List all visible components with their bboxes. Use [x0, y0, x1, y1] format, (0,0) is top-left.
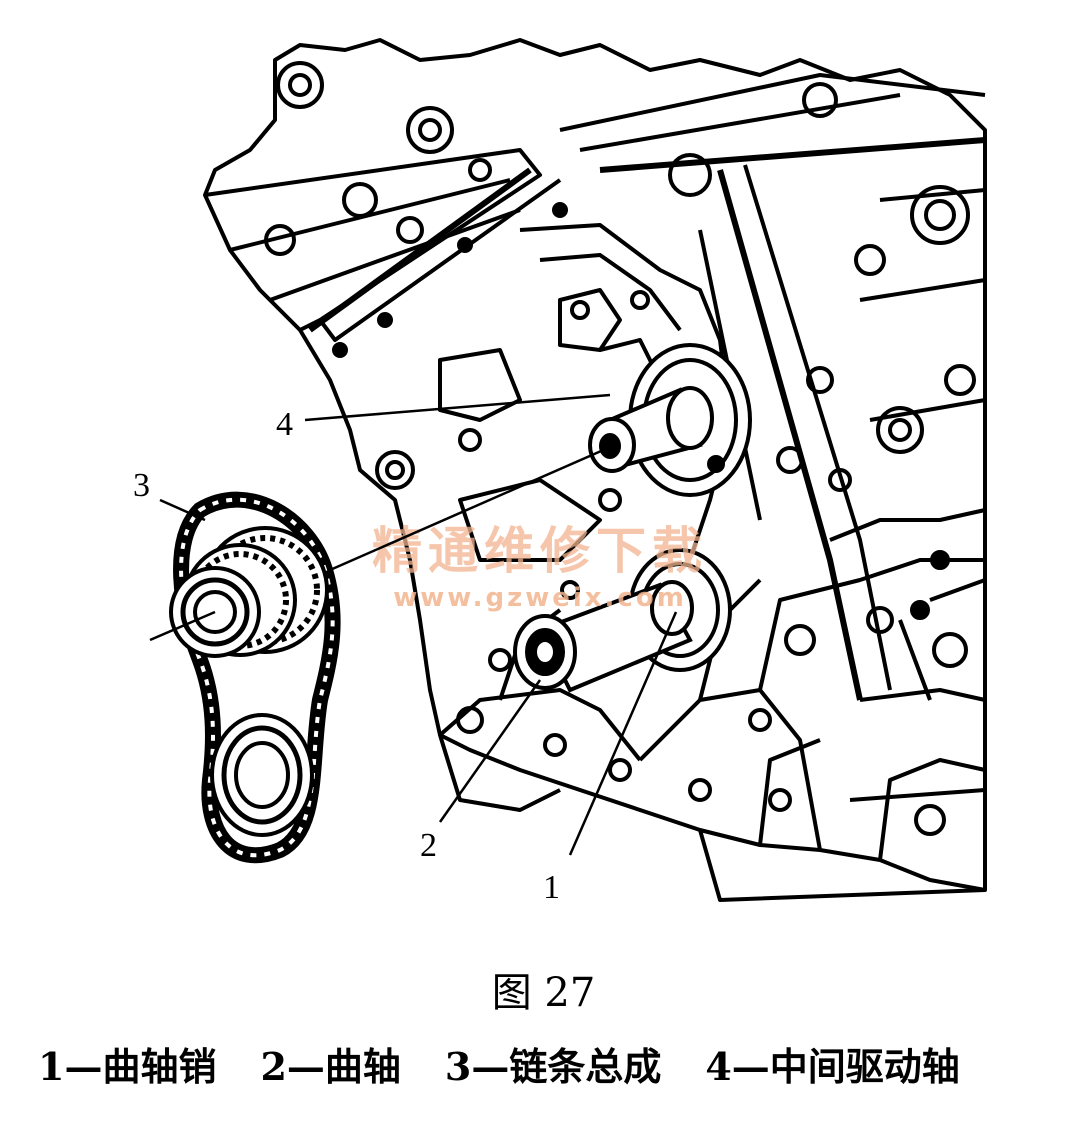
- callout-3: 3: [133, 467, 150, 504]
- legend-item-crankshaft: 2—曲轴: [260, 1044, 401, 1089]
- engine-diagram: 精通维修下载 www.gzweix.com 4 3 2 1: [133, 38, 987, 906]
- legend-item-chain-assembly: 3—链条总成: [444, 1044, 662, 1089]
- crankshaft: [513, 548, 732, 693]
- callout-1: 1: [543, 869, 560, 906]
- watermark-title: 精通维修下载: [372, 522, 708, 580]
- chain-assembly: [169, 491, 341, 864]
- intermediate-drive-shaft: [588, 343, 752, 497]
- figure-legend: 1—曲轴销 2—曲轴 3—链条总成 4—中间驱动轴: [38, 1036, 1068, 1091]
- leader-lines: [149, 393, 678, 856]
- callout-2: 2: [420, 827, 437, 864]
- watermark-url: www.gzweix.com: [393, 583, 687, 613]
- legend-item-intermediate-drive-shaft: 4—中间驱动轴: [705, 1044, 960, 1089]
- watermark: 精通维修下载 www.gzweix.com: [372, 522, 708, 613]
- engine-block: [203, 38, 987, 902]
- legend-item-crankshaft-pin: 1—曲轴销: [38, 1044, 217, 1089]
- figure-caption: 图 27: [491, 970, 596, 1016]
- callout-4: 4: [276, 406, 293, 443]
